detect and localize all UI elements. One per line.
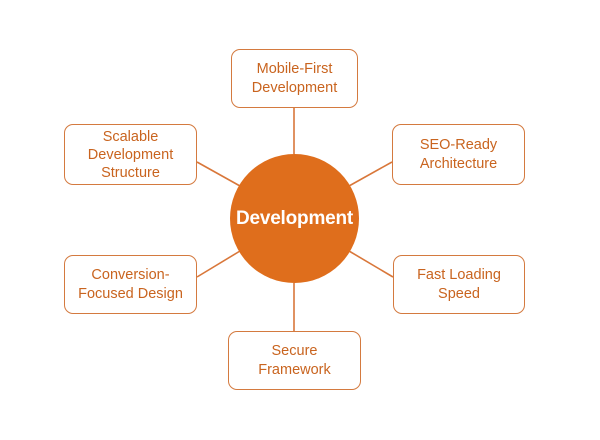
node-conversion: Conversion- Focused Design [64, 255, 197, 314]
node-seo-ready: SEO-Ready Architecture [392, 124, 525, 185]
node-label: Scalable Development Structure [87, 128, 174, 181]
center-hub-label: Development [235, 207, 354, 229]
node-secure: Secure Framework [228, 331, 361, 390]
node-label: Conversion- Focused Design [78, 266, 183, 302]
connector-seo-ready [348, 161, 393, 187]
connector-conversion [196, 250, 241, 278]
node-scalable: Scalable Development Structure [64, 124, 197, 185]
center-hub: Development [230, 154, 359, 283]
node-fast-loading: Fast Loading Speed [393, 255, 525, 314]
node-label: Mobile-First Development [251, 60, 338, 96]
node-label: Fast Loading Speed [417, 266, 501, 302]
node-mobile-first: Mobile-First Development [231, 49, 358, 108]
node-label: SEO-Ready Architecture [419, 136, 498, 172]
node-label: Secure Framework [258, 342, 331, 378]
connector-fast-loading [348, 250, 394, 278]
connector-scalable [196, 161, 241, 187]
